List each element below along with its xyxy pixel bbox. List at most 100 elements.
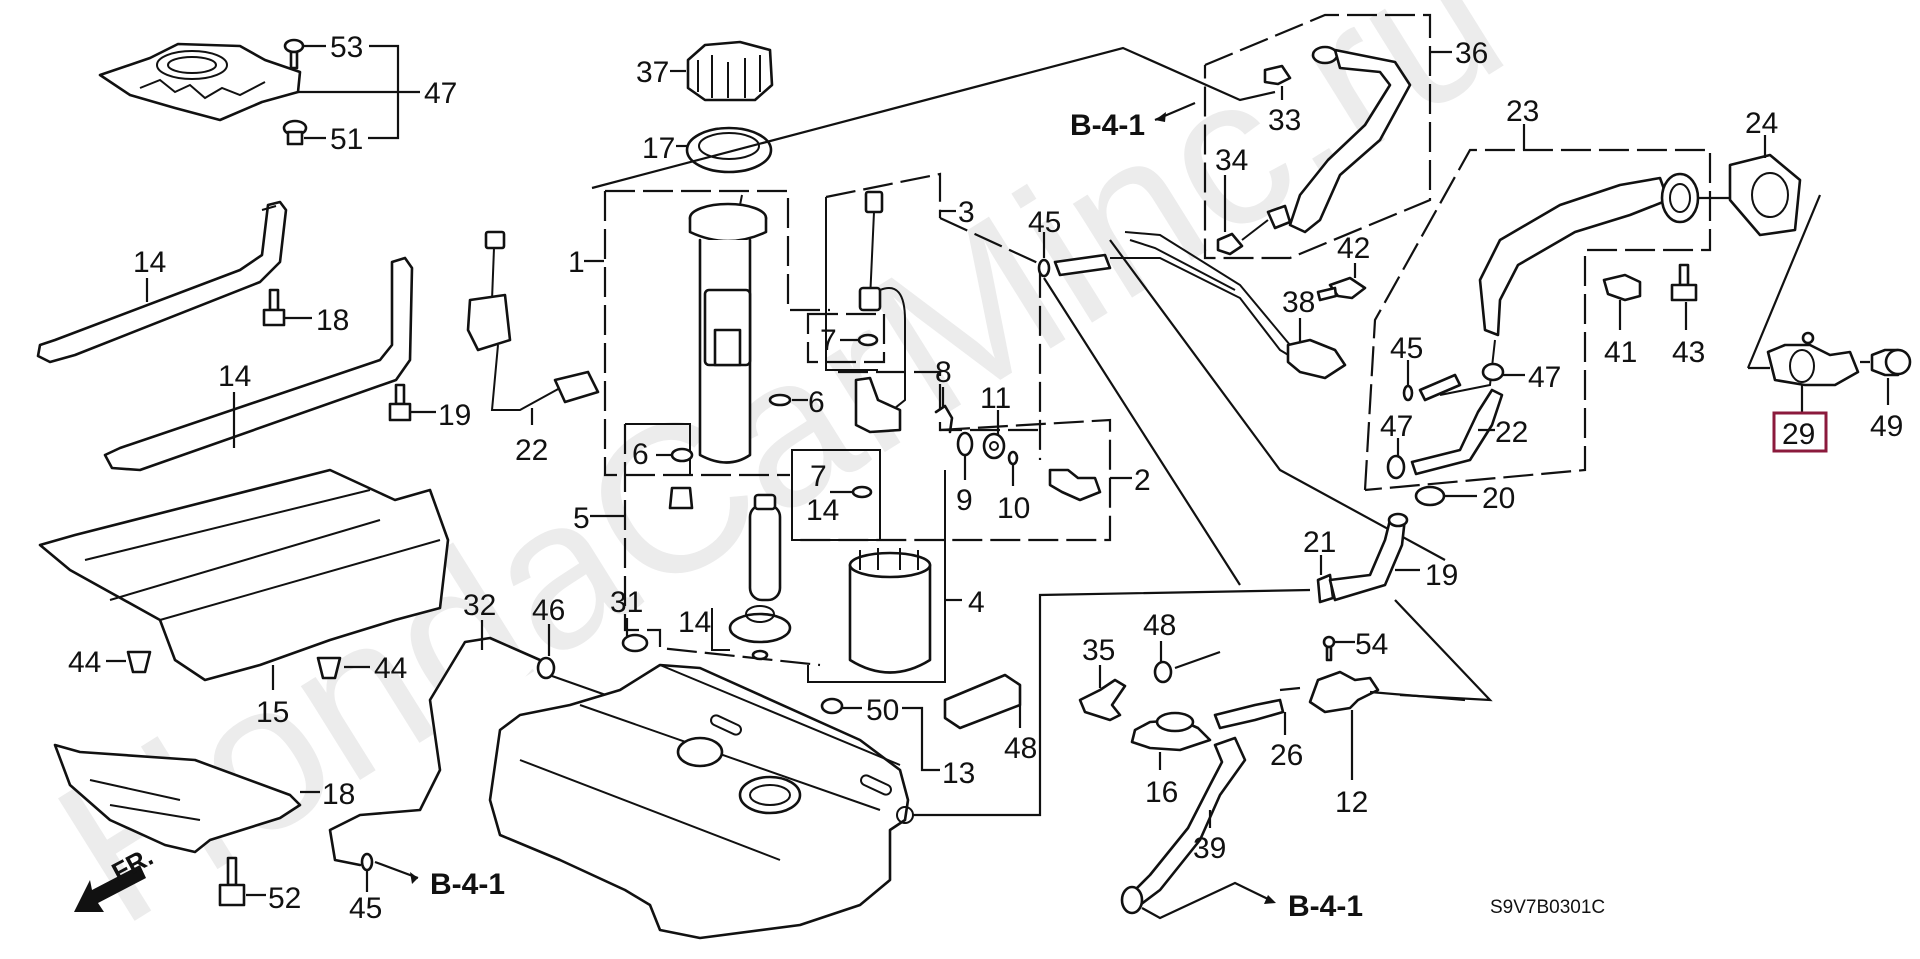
part-53-screw[interactable] <box>283 38 305 70</box>
part-51-clip[interactable] <box>282 119 308 146</box>
callout-21[interactable]: 18 <box>322 778 355 811</box>
callout-38[interactable]: 38 <box>1282 286 1315 319</box>
callout-1[interactable]: 1 <box>568 246 585 279</box>
callout-18a[interactable]: 18 <box>316 304 349 337</box>
callout-50[interactable]: 49 <box>1870 410 1903 443</box>
callout-30[interactable]: 26 <box>1270 739 1303 772</box>
part-24-clip[interactable] <box>1414 485 1446 507</box>
part-47-clamp-c[interactable] <box>1153 660 1173 684</box>
part-48-bracket[interactable] <box>943 673 1022 730</box>
part-4-fuel-filter[interactable] <box>848 548 932 674</box>
callout-37[interactable]: 37 <box>636 56 669 89</box>
part-11-seal[interactable] <box>982 432 1006 460</box>
part-44-clip-a[interactable] <box>126 650 152 674</box>
part-5-fuel-pump[interactable] <box>748 493 782 602</box>
callout-49[interactable]: 50 <box>866 694 899 727</box>
callout-32[interactable]: 32 <box>463 589 496 622</box>
part-42-bolt[interactable] <box>1316 276 1367 302</box>
part-2-fuel-fitting[interactable] <box>1048 468 1102 502</box>
part-6-grommet-a[interactable] <box>768 393 792 407</box>
callout-45b[interactable]: 45 <box>1028 206 1061 239</box>
callout-12[interactable]: 12 <box>1335 786 1368 819</box>
part-39-corrugated-hose[interactable] <box>1120 736 1247 915</box>
part-3-harness[interactable] <box>858 190 906 421</box>
callout-10[interactable]: 10 <box>997 492 1030 525</box>
part-33-clip[interactable] <box>1263 64 1292 86</box>
callout-14b[interactable]: 14 <box>678 606 711 639</box>
part-31-clip[interactable] <box>621 633 649 653</box>
part-32-hose[interactable] <box>328 636 542 867</box>
callout-7b[interactable]: 7 <box>810 460 827 493</box>
callout-31[interactable]: 31 <box>610 586 643 619</box>
callout-26[interactable]: 22 <box>1495 416 1528 449</box>
part-41-grommet[interactable] <box>1602 273 1642 302</box>
callout-8[interactable]: 8 <box>935 356 952 389</box>
part-43-bolt[interactable] <box>1670 263 1698 302</box>
part-40-tank-cover[interactable] <box>98 42 302 122</box>
callout-47a[interactable]: 47 <box>1528 361 1561 394</box>
part-16-tank-strap[interactable] <box>36 200 288 364</box>
callout-3[interactable]: 3 <box>958 196 975 229</box>
part-23-hose[interactable] <box>1328 512 1409 602</box>
part-20-gasket[interactable] <box>685 126 773 174</box>
part-54-screw[interactable] <box>1322 635 1336 662</box>
callout-22[interactable]: 22 <box>515 434 548 467</box>
callout-13[interactable]: 13 <box>942 757 975 790</box>
part-15-heat-shield[interactable] <box>38 468 450 682</box>
part-30-hose[interactable] <box>1213 698 1285 730</box>
reference-b41-right[interactable]: B-4-1 <box>1288 890 1363 923</box>
part-27-fuel-filler-pipe[interactable] <box>1439 172 1700 396</box>
part-36-vapor-pipe[interactable] <box>1288 45 1412 234</box>
callout-36[interactable]: 36 <box>1455 37 1488 70</box>
callout-48[interactable]: 48 <box>1004 732 1037 765</box>
callout-17[interactable]: 14 <box>218 360 251 393</box>
part-nut[interactable] <box>668 486 694 510</box>
callout-52[interactable]: 52 <box>268 882 301 915</box>
callout-35[interactable]: 35 <box>1082 634 1115 667</box>
callout-47b[interactable]: 47 <box>1380 410 1413 443</box>
callout-28[interactable]: 24 <box>1745 107 1778 140</box>
part-37-lock-ring[interactable] <box>686 40 774 102</box>
callout-33[interactable]: 33 <box>1268 104 1301 137</box>
part-13-fuel-tank[interactable] <box>488 663 914 940</box>
part-45-clip-c[interactable] <box>1402 384 1414 402</box>
part-52-bolt[interactable] <box>218 856 246 907</box>
callout-53[interactable]: 53 <box>330 31 363 64</box>
callout-40[interactable]: 47 <box>424 77 457 110</box>
part-38-joint[interactable] <box>1286 338 1347 380</box>
callout-4[interactable]: 4 <box>968 586 985 619</box>
callout-23[interactable]: 19 <box>1425 559 1458 592</box>
callout-6b[interactable]: 6 <box>632 438 649 471</box>
callout-9[interactable]: 9 <box>956 484 973 517</box>
part-47-clamp-a[interactable] <box>1481 362 1505 382</box>
reference-b41-top[interactable]: B-4-1 <box>1070 109 1145 142</box>
callout-16[interactable]: 14 <box>133 246 166 279</box>
callout-42[interactable]: 42 <box>1337 232 1370 265</box>
callout-54[interactable]: 54 <box>1355 628 1388 661</box>
callout-34[interactable]: 34 <box>1215 144 1248 177</box>
part-26-hose[interactable] <box>1410 388 1504 476</box>
callout-46[interactable]: 46 <box>532 594 565 627</box>
callout-5[interactable]: 5 <box>573 502 590 535</box>
part-45-clip-a[interactable] <box>360 852 374 872</box>
part-pressure-regulator[interactable] <box>854 376 902 434</box>
part-vent-pipe-end[interactable] <box>1418 373 1462 402</box>
callout-15[interactable]: 15 <box>256 696 289 729</box>
part-35-hose[interactable] <box>1078 678 1127 722</box>
part-46-clamp[interactable] <box>536 656 556 680</box>
callout-39[interactable]: 39 <box>1193 832 1226 865</box>
part-7-o-ring-a[interactable] <box>857 333 879 347</box>
callout-27[interactable]: 23 <box>1506 95 1539 128</box>
callout-18b[interactable]: 19 <box>438 399 471 432</box>
part-17-tank-strap[interactable] <box>103 256 414 472</box>
callout-41[interactable]: 41 <box>1604 336 1637 369</box>
part-7-o-ring-b[interactable] <box>851 485 873 499</box>
callout-45c[interactable]: 45 <box>1390 332 1423 365</box>
part-6-grommet-b[interactable] <box>670 447 694 463</box>
part-19-check-valve[interactable] <box>1130 711 1212 752</box>
part-18-bolt-a[interactable] <box>262 288 286 327</box>
part-47-clamp-b[interactable] <box>1386 454 1406 480</box>
callout-47c[interactable]: 48 <box>1143 609 1176 642</box>
part-44-clip-b[interactable] <box>316 656 342 680</box>
part-45-clip-b[interactable] <box>1037 258 1051 278</box>
